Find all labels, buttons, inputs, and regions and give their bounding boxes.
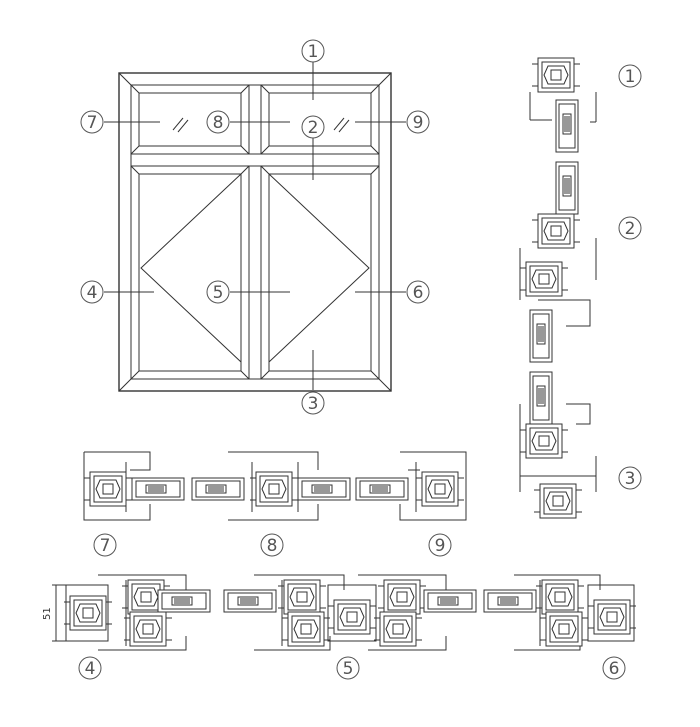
top-right-fixed-pane xyxy=(260,84,380,155)
callout-9: 9 xyxy=(406,110,430,134)
callout-right-2: 2 xyxy=(618,216,642,240)
callout-label: 6 xyxy=(609,659,620,679)
callout-right-3: 3 xyxy=(618,466,642,490)
leader-lines xyxy=(104,62,406,390)
vertical-section-2 xyxy=(519,161,597,363)
callout-label: 3 xyxy=(625,469,636,489)
transom-bar xyxy=(130,153,380,167)
window-frame xyxy=(118,72,392,392)
left-casement-sash xyxy=(130,165,250,380)
callout-label: 4 xyxy=(85,659,96,679)
callout-label: 3 xyxy=(308,394,319,414)
callout-bottom-4: 4 xyxy=(78,656,102,680)
callout-bottom-5: 5 xyxy=(336,656,360,680)
callout-label: 8 xyxy=(267,536,278,556)
callout-label: 9 xyxy=(413,113,424,133)
callout-6: 6 xyxy=(406,280,430,304)
callout-mid-7: 7 xyxy=(93,533,117,557)
horizontal-section-6 xyxy=(483,574,637,651)
top-mullion xyxy=(248,84,262,155)
callout-label: 8 xyxy=(213,113,224,133)
callout-label: 4 xyxy=(87,283,98,303)
horizontal-section-7 xyxy=(83,451,185,521)
horizontal-section-9 xyxy=(355,451,467,521)
horizontal-section-5 xyxy=(223,574,477,651)
callout-label: 6 xyxy=(413,283,424,303)
callout-mid-8: 8 xyxy=(260,533,284,557)
vertical-section-3 xyxy=(519,371,597,519)
callout-right-1: 1 xyxy=(618,64,642,88)
callout-4: 4 xyxy=(80,280,104,304)
callout-1: 1 xyxy=(301,39,325,63)
callout-2: 2 xyxy=(301,115,325,139)
callout-5: 5 xyxy=(206,280,230,304)
callout-label: 7 xyxy=(87,113,98,133)
callout-label: 2 xyxy=(625,219,636,239)
callout-label: 7 xyxy=(100,536,111,556)
top-left-fixed-pane xyxy=(130,84,250,155)
callout-mid-9: 9 xyxy=(428,533,452,557)
callout-bottom-6: 6 xyxy=(602,656,626,680)
bottom-mullion xyxy=(248,165,262,380)
callout-label: 5 xyxy=(213,283,224,303)
callout-7: 7 xyxy=(80,110,104,134)
horizontal-section-4 xyxy=(63,574,211,651)
callout-label: 1 xyxy=(308,42,319,62)
callout-8: 8 xyxy=(206,110,230,134)
callout-3: 3 xyxy=(301,391,325,415)
callout-label: 9 xyxy=(435,536,446,556)
callout-label: 5 xyxy=(343,659,354,679)
dimension-mark: 51 xyxy=(42,584,66,642)
vertical-section-1 xyxy=(529,57,597,153)
callout-label: 1 xyxy=(625,67,636,87)
dimension-label: 51 xyxy=(42,607,53,620)
callout-label: 2 xyxy=(308,118,319,138)
horizontal-section-8 xyxy=(191,451,351,521)
right-casement-sash xyxy=(260,165,380,380)
